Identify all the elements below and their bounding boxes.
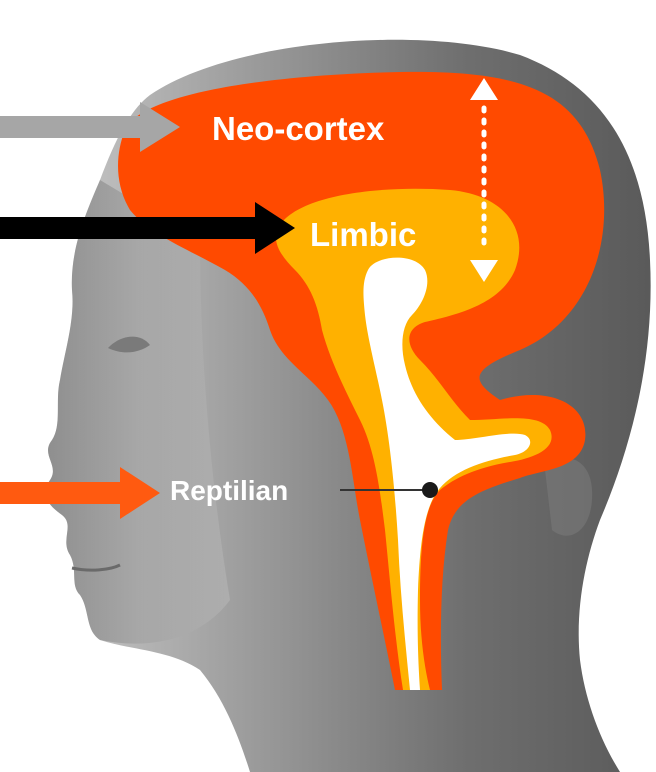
reptilian-pointer-dot bbox=[422, 482, 438, 498]
limbic-label: Limbic bbox=[310, 216, 416, 253]
neocortex-label: Neo-cortex bbox=[212, 110, 385, 147]
reptilian-label: Reptilian bbox=[170, 475, 288, 506]
